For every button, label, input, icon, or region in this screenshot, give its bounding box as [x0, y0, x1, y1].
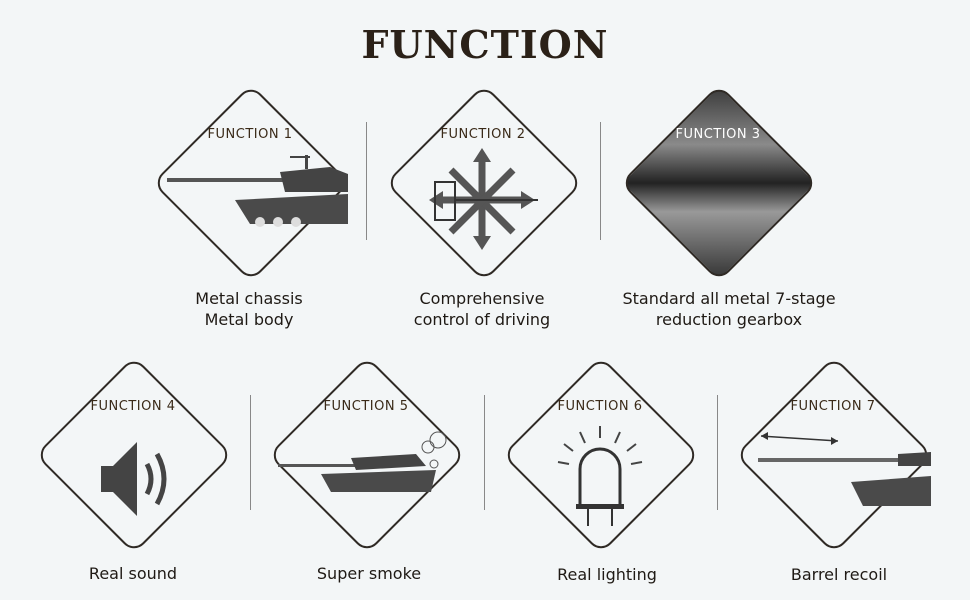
label-line: control of driving: [413, 310, 551, 329]
function-tag: FUNCTION 3: [675, 127, 761, 142]
barrel-recoil-icon: [758, 432, 931, 506]
function-5-card: FUNCTION 5: [266, 354, 466, 554]
page-title: FUNCTION: [361, 22, 609, 67]
function-4-label: Real sound: [88, 564, 178, 583]
function-7-card: FUNCTION 7: [733, 354, 933, 554]
divider: [484, 395, 485, 510]
function-4-card: FUNCTION 4: [33, 354, 233, 554]
label-line: Metal chassis: [195, 289, 303, 308]
label-line: Standard all metal 7-stage: [622, 289, 836, 308]
function-1-card: FUNCTION 1: [150, 82, 350, 282]
function-5-label: Super smoke: [316, 564, 422, 583]
function-3-label: Standard all metal 7-stage reduction gear…: [579, 288, 879, 330]
divider: [600, 122, 601, 240]
function-7-label: Barrel recoil: [790, 565, 888, 584]
direction-arrows-icon: [429, 148, 538, 250]
function-tag: FUNCTION 2: [440, 127, 526, 142]
function-tag: FUNCTION 7: [790, 399, 876, 414]
label-line: Metal body: [204, 310, 294, 329]
tank-smoke-icon: [278, 431, 447, 492]
label-line: reduction gearbox: [655, 310, 803, 329]
function-tag: FUNCTION 1: [207, 127, 293, 142]
function-2-card: FUNCTION 2: [383, 82, 583, 282]
speaker-icon: [101, 442, 167, 516]
divider: [717, 395, 718, 510]
divider: [366, 122, 367, 240]
function-6-label: Real lighting: [557, 565, 657, 584]
label-line: Comprehensive: [419, 289, 545, 308]
function-tag: FUNCTION 6: [557, 399, 643, 414]
tank-icon: [167, 155, 348, 227]
function-2-label: Comprehensive control of driving: [352, 288, 612, 330]
function-6-card: FUNCTION 6: [500, 354, 700, 554]
function-3-card: FUNCTION 3: [618, 82, 818, 282]
divider: [250, 395, 251, 510]
gearbox-photo: [620, 84, 818, 282]
function-tag: FUNCTION 4: [90, 399, 176, 414]
light-bulb-icon: [557, 426, 643, 526]
function-tag: FUNCTION 5: [323, 399, 409, 414]
